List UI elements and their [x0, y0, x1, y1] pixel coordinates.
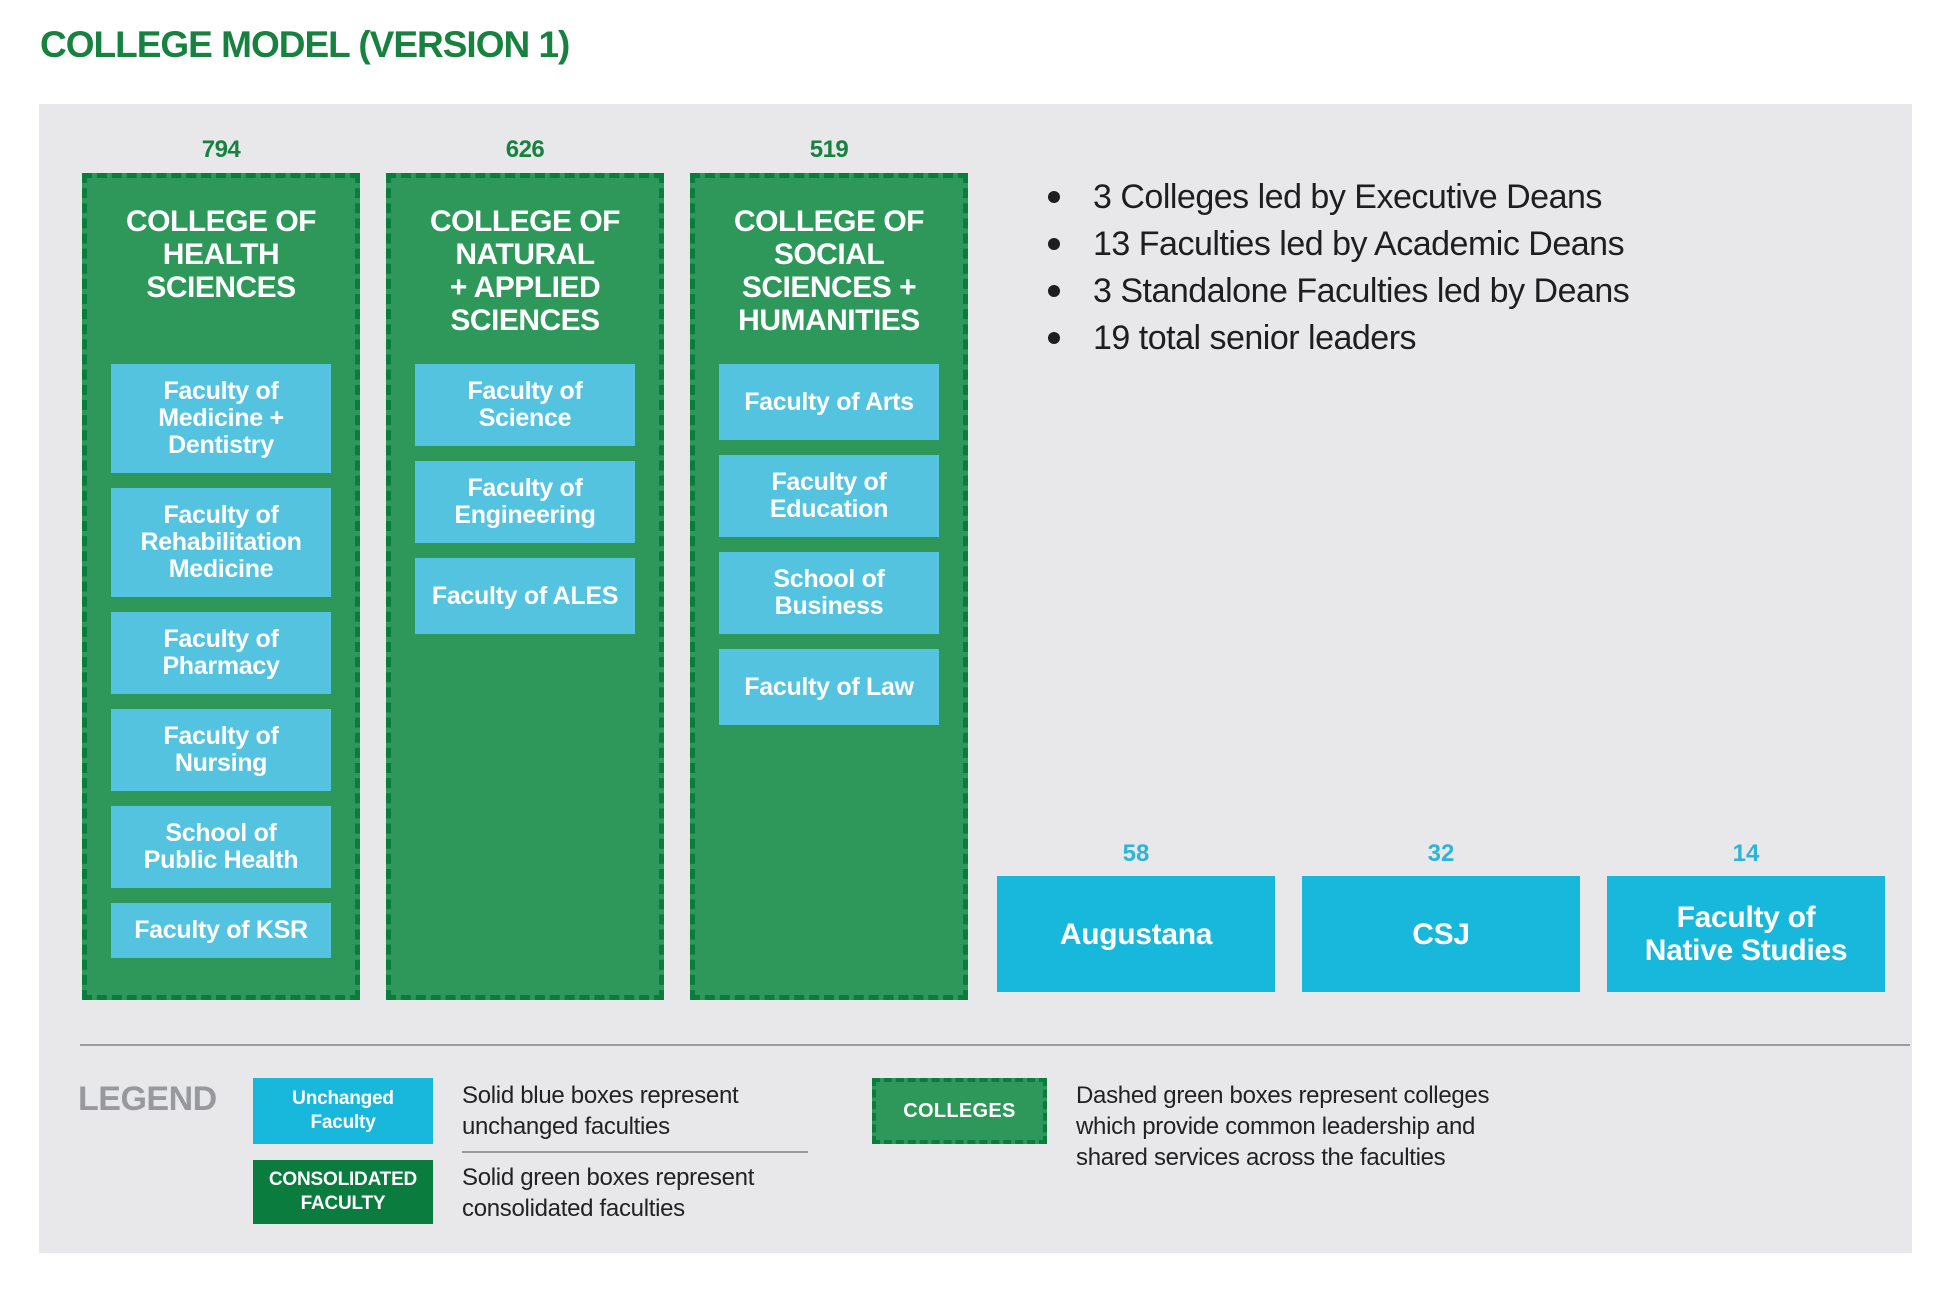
bullet-item: 13 Faculties led by Academic Deans	[1048, 227, 1768, 261]
bullet-item: 3 Standalone Faculties led by Deans	[1048, 274, 1768, 308]
college-cell: 794 COLLEGE OF HEALTH SCIENCES Faculty o…	[82, 124, 360, 1000]
college-box: COLLEGE OF SOCIAL SCIENCES + HUMANITIES …	[690, 173, 968, 1000]
legend-heading: LEGEND	[78, 1080, 217, 1118]
bullet-list: 3 Colleges led by Executive Deans 13 Facu…	[1048, 180, 1768, 368]
faculty-box: Faculty of Rehabilitation Medicine	[111, 488, 331, 597]
standalone-box: CSJ	[1302, 876, 1580, 992]
faculty-box: Faculty of Education	[719, 455, 939, 537]
faculty-box: Faculty of Arts	[719, 364, 939, 440]
college-title: COLLEGE OF NATURAL + APPLIED SCIENCES	[430, 205, 621, 337]
standalone-cell: 58 Augustana	[997, 838, 1275, 992]
college-count: 794	[201, 136, 241, 163]
standalone-box: Augustana	[997, 876, 1275, 992]
faculty-box: Faculty of Medicine + Dentistry	[111, 364, 331, 473]
faculty-box: Faculty of KSR	[111, 903, 331, 958]
standalone-count: 32	[1427, 840, 1455, 867]
faculty-box: School of Public Health	[111, 806, 331, 888]
faculty-box: Faculty of Pharmacy	[111, 612, 331, 694]
colleges-row: 794 COLLEGE OF HEALTH SCIENCES Faculty o…	[82, 124, 968, 1000]
legend: LEGEND Unchanged Faculty Solid blue boxe…	[78, 1078, 1496, 1224]
faculty-box: Faculty of Engineering	[415, 461, 635, 543]
faculty-box: Faculty of Nursing	[111, 709, 331, 791]
standalone-cell: 14 Faculty of Native Studies	[1607, 838, 1885, 992]
standalone-row: 58 Augustana 32 CSJ 14 Faculty of Native…	[997, 838, 1885, 992]
standalone-count: 14	[1732, 840, 1760, 867]
faculty-box: Faculty of Law	[719, 649, 939, 725]
college-count: 626	[505, 136, 545, 163]
college-cell: 519 COLLEGE OF SOCIAL SCIENCES + HUMANIT…	[690, 124, 968, 1000]
legend-description: Solid blue boxes represent unchanged fac…	[462, 1082, 739, 1140]
bullet-item: 3 Colleges led by Executive Deans	[1048, 180, 1768, 214]
faculty-box: School of Business	[719, 552, 939, 634]
college-box: COLLEGE OF HEALTH SCIENCES Faculty of Me…	[82, 173, 360, 1000]
college-cell: 626 COLLEGE OF NATURAL + APPLIED SCIENCE…	[386, 124, 664, 1000]
legend-description: Dashed green boxes represent colleges wh…	[1076, 1082, 1490, 1171]
college-title: COLLEGE OF SOCIAL SCIENCES + HUMANITIES	[734, 205, 925, 337]
legend-item: COLLEGES Dashed green boxes represent co…	[872, 1078, 1496, 1173]
legend-swatch: CONSOLIDATED FACULTY	[253, 1160, 433, 1224]
college-title: COLLEGE OF HEALTH SCIENCES	[126, 205, 317, 304]
bullet-item: 19 total senior leaders	[1048, 321, 1768, 355]
legend-item: Unchanged Faculty Solid blue boxes repre…	[253, 1078, 808, 1144]
standalone-cell: 32 CSJ	[1302, 838, 1580, 992]
legend-swatch: Unchanged Faculty	[253, 1078, 433, 1144]
standalone-count: 58	[1122, 840, 1150, 867]
legend-description: Solid green boxes represent consolidated…	[462, 1164, 755, 1222]
college-count: 519	[809, 136, 849, 163]
faculty-box: Faculty of Science	[415, 364, 635, 446]
faculty-box: Faculty of ALES	[415, 558, 635, 634]
legend-column-left: Unchanged Faculty Solid blue boxes repre…	[253, 1078, 808, 1224]
standalone-box: Faculty of Native Studies	[1607, 876, 1885, 992]
legend-separator	[80, 1044, 1910, 1046]
college-box: COLLEGE OF NATURAL + APPLIED SCIENCES Fa…	[386, 173, 664, 1000]
legend-column-right: COLLEGES Dashed green boxes represent co…	[872, 1078, 1496, 1224]
legend-swatch: COLLEGES	[872, 1078, 1047, 1144]
legend-divider	[462, 1151, 808, 1153]
page-title: COLLEGE MODEL (VERSION 1)	[40, 24, 570, 65]
legend-item: CONSOLIDATED FACULTY Solid green boxes r…	[253, 1160, 808, 1224]
